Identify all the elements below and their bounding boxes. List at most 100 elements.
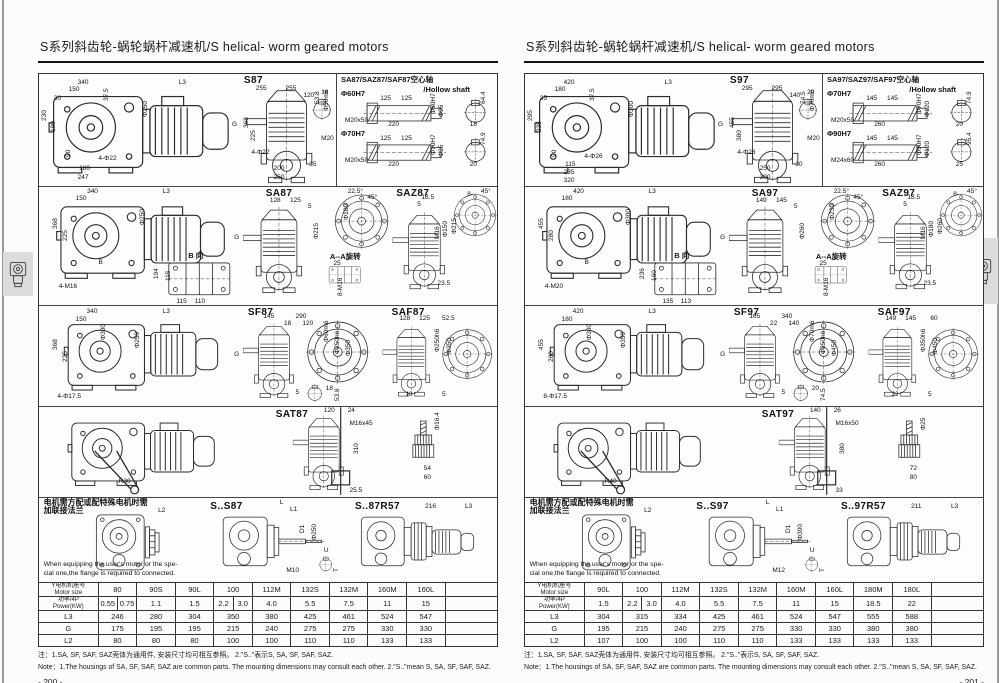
dim-label: 235 bbox=[563, 169, 575, 177]
dim-label: Φ180 bbox=[342, 204, 350, 221]
dim-value-cell: 195 bbox=[174, 622, 215, 636]
motor-size-cell: 132M bbox=[328, 581, 369, 598]
dim-label: Φ350 bbox=[344, 339, 352, 356]
dim-label: 74.9 bbox=[480, 131, 487, 145]
dim-value-cell: 304 bbox=[583, 610, 624, 624]
motor-size-cell: 160M bbox=[367, 581, 408, 598]
dim-label: Φ70H7 bbox=[341, 129, 366, 138]
dim-label: L3 bbox=[648, 188, 656, 196]
motor-size-cell: 160L bbox=[406, 581, 446, 598]
dim-label: B 向 bbox=[674, 250, 690, 260]
dim-label: 255 bbox=[285, 85, 297, 93]
dim-label: 90 bbox=[64, 149, 72, 157]
dim-value-cell: 240 bbox=[251, 622, 292, 636]
power-cell: 7.5 bbox=[737, 596, 778, 612]
dim-value-cell: 588 bbox=[892, 610, 932, 624]
dim-value-cell: 547 bbox=[406, 610, 446, 624]
row-header-dim: L2 bbox=[524, 634, 585, 648]
dim-label: 电机需方配或配特殊电机时需 bbox=[43, 497, 148, 507]
dim-label: 368 bbox=[51, 339, 59, 350]
sat87-graphic bbox=[67, 407, 435, 495]
dim-label: 23.5 bbox=[923, 280, 937, 288]
dim-label: M12 bbox=[772, 566, 785, 574]
drawing-heading: SAZ87 bbox=[396, 188, 430, 200]
empty-cell bbox=[444, 610, 499, 624]
dim-value-cell: 100 bbox=[213, 634, 253, 648]
page-edge-left bbox=[2, 0, 4, 683]
dim-label: 加联接法兰 bbox=[529, 506, 570, 516]
dim-label: L3 bbox=[648, 308, 656, 315]
dim-value-cell: 275 bbox=[328, 622, 369, 636]
dim-label: 25 bbox=[819, 260, 827, 268]
dim-label: 18 bbox=[321, 88, 329, 96]
dim-label: G bbox=[720, 234, 726, 242]
power-cell: 15 bbox=[814, 596, 855, 612]
dim-label: 115 bbox=[565, 161, 576, 169]
dim-label: 145 bbox=[887, 95, 898, 103]
dim-label: 340 bbox=[781, 313, 793, 320]
dim-label: 5 bbox=[295, 389, 300, 396]
dim-label: 90 bbox=[550, 149, 558, 157]
motor-size-cell: 132M bbox=[737, 581, 778, 598]
empty-cell bbox=[930, 596, 985, 612]
page-number: - 200 - bbox=[38, 677, 63, 683]
empty-cell bbox=[930, 581, 985, 598]
dim-label: 18 bbox=[469, 121, 478, 129]
dim-label: 149 bbox=[755, 196, 767, 204]
dim-label: 22.5° bbox=[347, 188, 363, 196]
dim-label: 18 bbox=[405, 391, 413, 398]
dim-label: Φ90H7 bbox=[916, 133, 924, 155]
dim-label: cial one,the flange is required to conne… bbox=[529, 570, 662, 578]
drawing-heading: S97 bbox=[729, 75, 749, 87]
dim-value-cell: 380 bbox=[853, 622, 894, 636]
dim-label: 455 bbox=[728, 116, 736, 128]
dim-label: 45° bbox=[367, 194, 378, 202]
note-en: Note：1.The housings of SA, SF, SAF, SAZ … bbox=[524, 664, 977, 672]
dim-label: Φ60m6 bbox=[322, 320, 330, 342]
dim-label: 216 bbox=[425, 502, 436, 510]
dim-label: 280 bbox=[547, 230, 555, 242]
motor-size-cell: 90L bbox=[174, 581, 215, 598]
dim-label: M16x45 bbox=[349, 420, 373, 428]
dim-label: 4-M16 bbox=[58, 282, 78, 290]
dim-label: 145 bbox=[887, 134, 898, 142]
dim-label: 53.8 bbox=[314, 91, 322, 105]
dim-label: 420 bbox=[573, 188, 584, 196]
empty-cell bbox=[444, 596, 499, 612]
dim-label: 4-Φ22 bbox=[98, 154, 117, 162]
dim-label: 25 bbox=[955, 161, 964, 169]
dim-label: 18.5 bbox=[421, 194, 435, 202]
dim-label: R30 bbox=[118, 478, 131, 485]
dim-label: 295 bbox=[741, 85, 753, 93]
dim-label: 8- bbox=[953, 190, 959, 198]
dim-value-cell: 555 bbox=[853, 610, 894, 624]
row-header-dim: G bbox=[524, 622, 585, 636]
dim-value-cell: 304 bbox=[174, 610, 215, 624]
dim-label: L1 bbox=[775, 506, 784, 514]
power-cell: 4.0 bbox=[660, 596, 701, 612]
dim-label: Φ215 bbox=[312, 222, 320, 239]
dim-label: 37.5 bbox=[589, 88, 597, 101]
dim-value-cell: 330 bbox=[367, 622, 408, 636]
dim-label: 60 bbox=[930, 315, 938, 322]
motor-size-cell: 90L bbox=[583, 581, 624, 598]
dim-label: 194 bbox=[152, 268, 160, 280]
dim-label: 200 bbox=[273, 164, 285, 172]
drawing-heading: SAF97 bbox=[877, 307, 911, 318]
dim-label: 5 bbox=[307, 202, 312, 210]
dim-label: Φ300 bbox=[627, 100, 635, 117]
dim-label: 125 bbox=[401, 95, 412, 103]
drawing-heading: SA97 bbox=[751, 188, 779, 200]
dim-value-cell: 215 bbox=[622, 622, 662, 636]
dim-value-cell: 240 bbox=[660, 622, 701, 636]
dim-label: 420 bbox=[563, 78, 575, 86]
dim-label: 225 bbox=[61, 351, 69, 362]
dim-label: 53.8 bbox=[333, 388, 341, 401]
dim-label: /Hollow shaft bbox=[909, 85, 957, 95]
